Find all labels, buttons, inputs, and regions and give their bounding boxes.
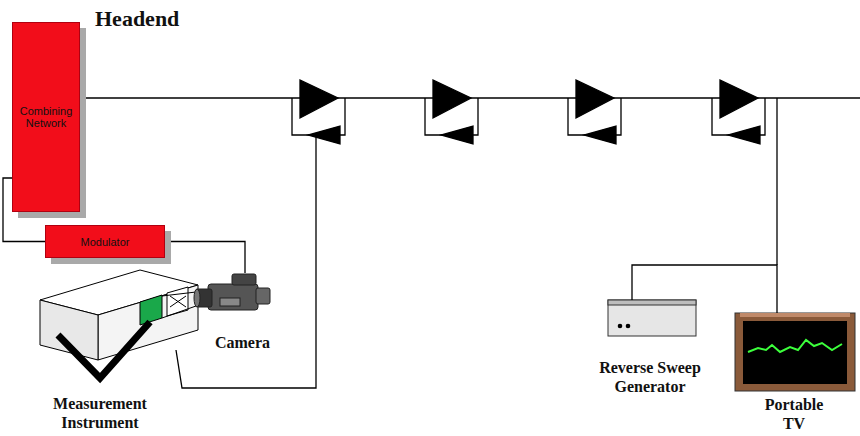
node-label: Measurement Instrument [40,395,160,432]
cable-connector [165,242,245,274]
node-label: Reverse Sweep Generator [589,359,711,396]
cable-connector [632,265,777,313]
node-label: Combining Network [16,105,76,129]
modulator-box: Modulator [45,225,165,258]
measurement-instrument-node: Measurement Instrument [30,272,170,432]
node-label: Modulator [81,236,130,248]
combining-network-box: Combining Network [12,22,80,212]
camera-node: Camera [190,270,295,352]
portable-tv-node: Portable TV [730,313,858,433]
node-label: Portable TV [755,396,833,433]
sweep-generator-node: Reverse Sweep Generator [575,300,725,396]
node-label: Camera [215,334,270,352]
diagram-title: Headend [95,6,179,32]
